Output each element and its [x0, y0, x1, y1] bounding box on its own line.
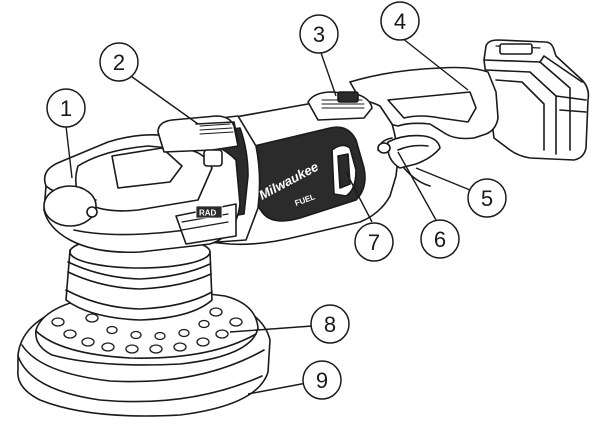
battery-pack	[483, 39, 590, 161]
leader-9	[247, 381, 313, 395]
leader-3	[319, 49, 337, 97]
leader-4	[401, 37, 469, 91]
callout-label-5: 5	[481, 186, 493, 211]
callout-label-8: 8	[324, 312, 336, 337]
badge-text: RAD	[199, 209, 217, 218]
callout-label-1: 1	[60, 96, 72, 121]
callout-8: 8	[310, 304, 350, 344]
leader-5	[415, 167, 471, 191]
callout-label-2: 2	[113, 50, 125, 75]
top-grip	[157, 115, 239, 167]
leader-2	[127, 73, 199, 125]
grip-ribs	[199, 123, 234, 135]
leader-6	[397, 151, 437, 221]
callout-5: 5	[467, 178, 507, 218]
callout-label-6: 6	[434, 227, 446, 252]
callout-7: 7	[354, 222, 394, 262]
backing-plate-holes	[51, 307, 243, 354]
gear-head	[43, 134, 241, 254]
leader-1	[65, 125, 73, 179]
callout-2: 2	[99, 42, 139, 82]
leader-8	[229, 325, 313, 333]
speed-dial	[307, 91, 373, 121]
callout-label-7: 7	[368, 230, 380, 255]
callout-6: 6	[420, 219, 460, 259]
callouts: 1 2 3 4 5 6 7 8	[46, 1, 507, 400]
callout-label-9: 9	[316, 368, 328, 393]
leader-7	[345, 171, 373, 223]
lock-on-button	[331, 144, 357, 197]
callout-1: 1	[46, 88, 86, 128]
callout-3: 3	[299, 14, 339, 54]
trigger-assembly	[377, 134, 441, 187]
callout-label-3: 3	[313, 22, 325, 47]
callout-9: 9	[302, 360, 342, 400]
callout-4: 4	[380, 1, 420, 41]
leader-lines	[65, 37, 471, 395]
callout-label-4: 4	[394, 9, 406, 34]
